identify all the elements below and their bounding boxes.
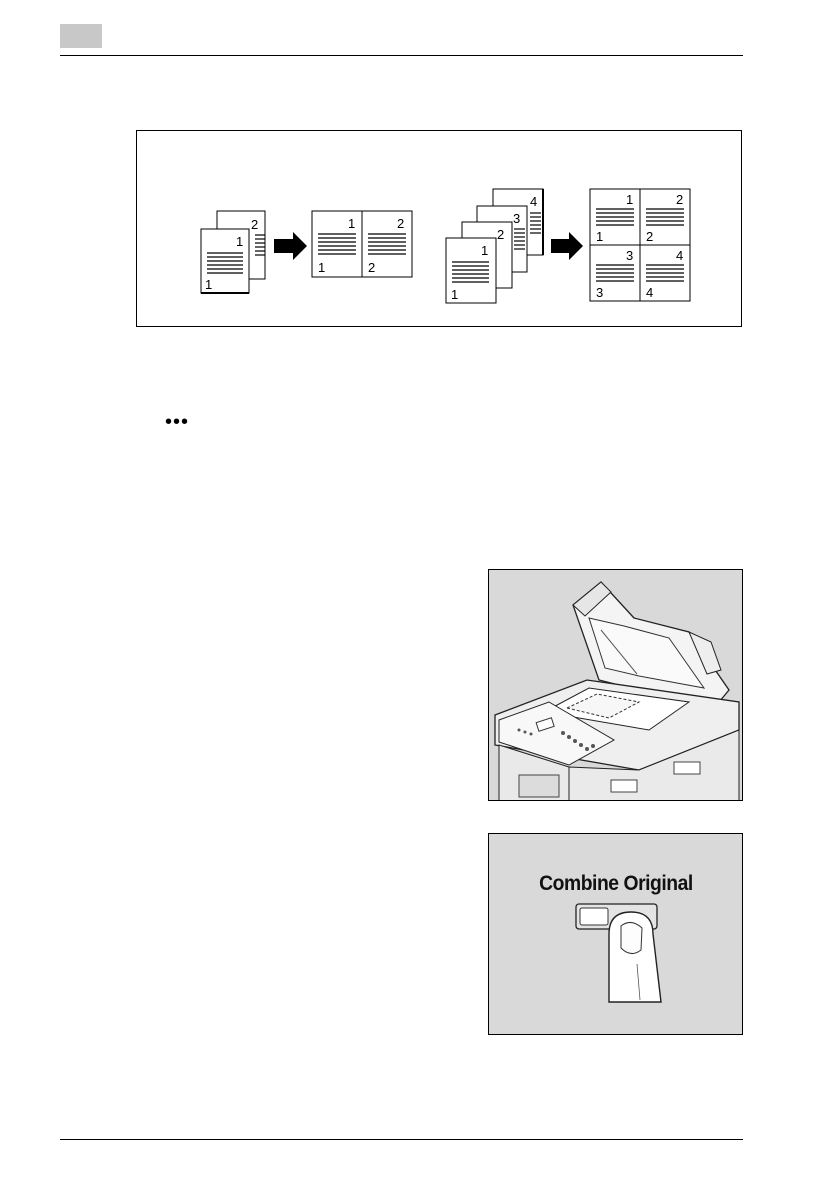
- left-orig-front-num-top: 1: [236, 234, 243, 249]
- right-result-num-2a: 2: [676, 192, 683, 207]
- left-result-num-a: 1: [348, 216, 355, 231]
- left-originals: 2 1 1: [201, 211, 265, 293]
- right-orig-2-num: 2: [497, 227, 504, 242]
- right-orig-4-num: 4: [530, 194, 537, 209]
- copier-illustration: [488, 569, 743, 801]
- combine-original-diagram: 2 1 1 1 2: [136, 130, 742, 327]
- button-press-svg: [489, 834, 743, 1035]
- combine-original-button-illustration: Combine Original: [488, 833, 743, 1035]
- right-result-sheet: 1 2 1 2 3 4 3 4: [590, 189, 690, 301]
- right-arrow-icon: [551, 232, 583, 260]
- header-rule: [60, 55, 743, 56]
- left-arrow-icon: [274, 232, 307, 260]
- right-result-num-4a: 4: [676, 248, 683, 263]
- left-result-num-d: 2: [368, 260, 375, 275]
- copier-svg: [489, 570, 743, 801]
- right-originals: 4 3 2 1 1: [446, 189, 543, 303]
- right-result-num-3b: 3: [596, 285, 603, 300]
- right-orig-1-num-top: 1: [481, 243, 488, 258]
- footer-rule: [60, 1139, 743, 1140]
- right-orig-3-num: 3: [513, 211, 520, 226]
- left-orig-back-num: 2: [251, 217, 258, 232]
- left-orig-front-num-bottom: 1: [205, 277, 212, 292]
- tip-marker: •••: [165, 412, 189, 432]
- left-result-num-b: 2: [397, 216, 404, 231]
- right-result-num-1b: 1: [596, 229, 603, 244]
- right-result-num-4b: 4: [646, 285, 653, 300]
- right-result-num-1a: 1: [626, 192, 633, 207]
- right-result-num-2b: 2: [646, 229, 653, 244]
- combine-diagram-svg: 2 1 1 1 2: [137, 131, 743, 328]
- chapter-tab: [60, 24, 102, 48]
- left-result-sheet: 1 2 1 2: [312, 211, 412, 277]
- left-result-num-c: 1: [318, 260, 325, 275]
- right-result-num-3a: 3: [626, 248, 633, 263]
- right-orig-1-num-bottom: 1: [451, 287, 458, 302]
